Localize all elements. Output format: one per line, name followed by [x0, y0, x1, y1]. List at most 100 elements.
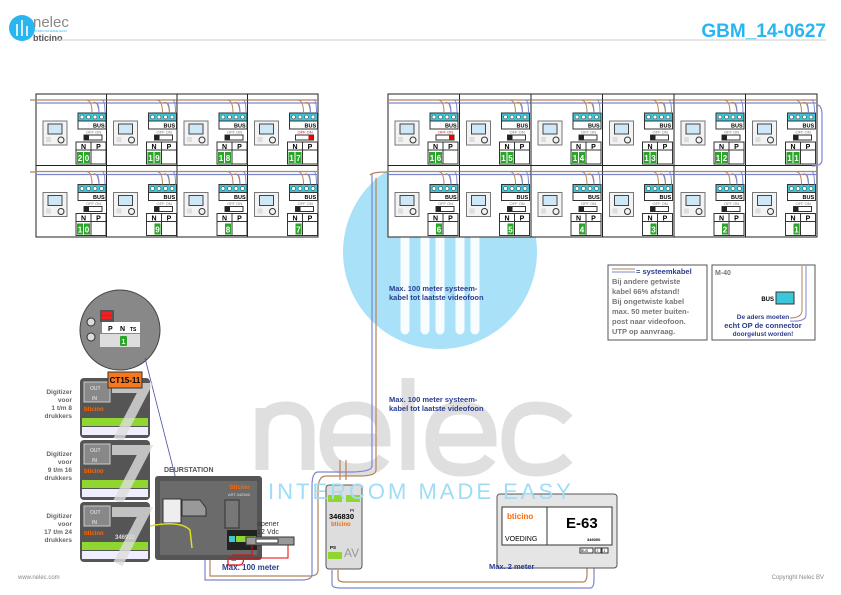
digitizer-label: Digitizer [46, 451, 72, 458]
watermark-nelec-lettering-icon [255, 378, 573, 477]
bus-connector-icon [775, 291, 795, 305]
crosshair-icon [57, 136, 65, 144]
svg-text:P: P [734, 216, 739, 223]
button-number: 5 [508, 226, 513, 235]
svg-text:P: P [448, 216, 453, 223]
crosshair-icon [198, 136, 206, 144]
crosshair-icon [767, 136, 774, 144]
button-number: 1 [430, 154, 435, 163]
button-number: 7 [296, 154, 301, 163]
digitizer-zoom-detail: P N TS 1 [79, 289, 181, 496]
bus-label: BUS [234, 124, 246, 130]
svg-text:P: P [308, 216, 313, 223]
distance-max-2: Max. 2 meter [489, 562, 535, 571]
digitizer-label: drukkers [45, 475, 73, 482]
cable-note-2: Max. 100 meter systeem- kabel tot laatst… [389, 395, 484, 413]
crosshair-icon [198, 208, 206, 215]
svg-text:N: N [81, 216, 86, 223]
svg-text:346992: 346992 [115, 535, 136, 541]
svg-text:P: P [734, 144, 739, 151]
digitizer-label: 9 t/m 16 [48, 467, 73, 474]
bus-label: BUS [731, 124, 743, 130]
svg-text:CT15-11: CT15-11 [110, 376, 141, 385]
button-number: 6 [437, 226, 442, 235]
off-on-label: OFF ON [796, 201, 811, 206]
svg-text:N: N [81, 144, 86, 151]
crosshair-icon [695, 208, 703, 215]
svg-text:OUT: OUT [90, 386, 101, 392]
svg-text:N: N [504, 216, 509, 223]
svg-text:BUS: BUS [581, 549, 589, 553]
bus-label: BUS [803, 195, 815, 201]
svg-text:P: P [96, 216, 101, 223]
button-number: 1 [794, 226, 799, 235]
button-number: 7 [296, 226, 301, 235]
brand-tagline: INTERCOM MADE EASY [33, 29, 67, 33]
svg-text:kabel tot laatste videofoon: kabel tot laatste videofoon [389, 293, 484, 302]
button-number: 0 [85, 226, 90, 235]
off-on-label: OFF ON [581, 201, 596, 206]
svg-text:P: P [520, 144, 525, 151]
crosshair-icon [481, 208, 488, 215]
svg-text:AV: AV [344, 546, 359, 560]
off-on-label: OFF ON [653, 130, 668, 135]
svg-text:N: N [576, 216, 581, 223]
svg-text:N: N [647, 144, 652, 151]
legend-line: Bij ongetwiste kabel [612, 297, 684, 306]
deurstation: DEURSTATION bticino ART.342560 [149, 467, 262, 560]
svg-text:P: P [167, 216, 172, 223]
bus-label: BUS [517, 195, 529, 201]
bus-label: BUS [164, 195, 176, 201]
svg-text:N: N [647, 216, 652, 223]
button-number: 3 [651, 226, 656, 235]
button-number: 2 [78, 154, 83, 163]
svg-text:bticino: bticino [84, 531, 104, 537]
digitizer-label: voor [58, 521, 73, 528]
terminal-strip [82, 542, 148, 550]
crosshair-icon [269, 208, 276, 215]
bus-label: BUS [445, 195, 457, 201]
bus-label: BUS [731, 195, 743, 201]
svg-text:346000: 346000 [587, 537, 601, 542]
svg-text:PS: PS [330, 545, 336, 550]
svg-text:bticino: bticino [507, 512, 533, 521]
svg-text:P: P [308, 144, 313, 151]
svg-text:2: 2 [597, 549, 599, 553]
svg-text:P: P [237, 144, 242, 151]
footer-url[interactable]: www.nelec.com [17, 575, 60, 581]
off-on-label: OFF ON [724, 130, 739, 135]
bus-label: BUS [305, 124, 317, 130]
bus-label: BUS [93, 124, 105, 130]
svg-text:VOEDING: VOEDING [505, 536, 537, 543]
button-number: 4 [580, 154, 585, 163]
cable-note-1: Max. 100 meter systeem- kabel tot laatst… [389, 284, 484, 302]
svg-text:P: P [806, 144, 811, 151]
button-number: 6 [437, 154, 442, 163]
svg-text:N: N [576, 144, 581, 151]
bus-label: BUS [305, 195, 317, 201]
off-on-label: OFF ON [227, 130, 242, 135]
svg-text:N: N [151, 144, 156, 151]
digitizer-label: drukkers [45, 537, 73, 544]
legend-line: Bij andere getwiste [612, 277, 680, 286]
off-on-label: OFF ON [510, 130, 525, 135]
button-number: 8 [226, 154, 231, 163]
svg-text:P: P [663, 216, 668, 223]
legend-line: post naar videofoon. [612, 317, 686, 326]
crosshair-icon [767, 208, 774, 215]
svg-text:bticino: bticino [331, 522, 351, 528]
bus-label: BUS [517, 124, 529, 130]
off-on-label: OFF ON [581, 130, 596, 135]
header: nelec INTERCOM MADE EASY bticino GBM_14-… [9, 14, 826, 43]
button-number: 1 [289, 154, 294, 163]
svg-text:P: P [167, 144, 172, 151]
